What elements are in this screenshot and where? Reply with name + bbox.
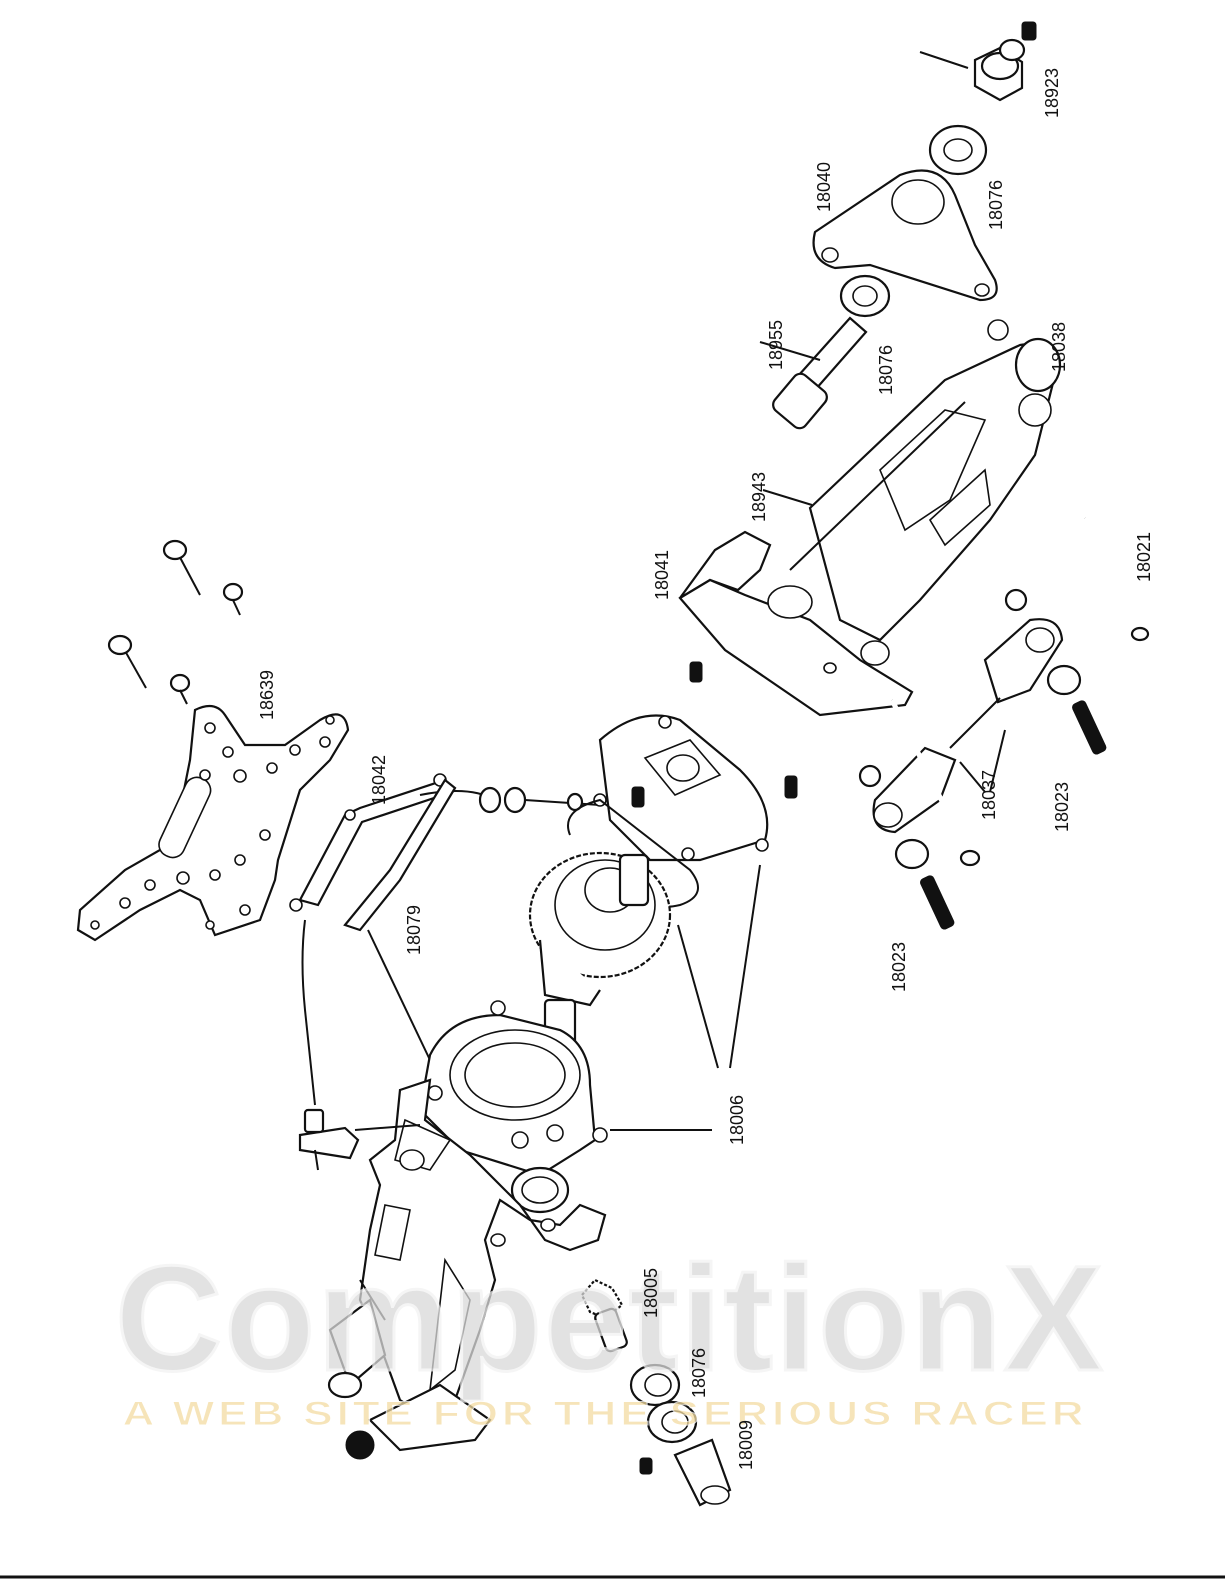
label-18076-mid: 18076 — [876, 345, 896, 395]
part-18023-ball-stud-lower — [896, 840, 955, 930]
label-18923: 18923 — [1042, 68, 1062, 118]
label-18042: 18042 — [369, 755, 389, 805]
part-18076-bearing-top — [930, 126, 986, 174]
part-18040-steering-arm — [814, 171, 997, 301]
label-18038: 18038 — [1049, 322, 1069, 372]
screws-top-plate — [109, 541, 242, 704]
watermark-tagline: A WEB SITE FOR THE SERIOUS RACER — [123, 1395, 1088, 1433]
part-18006-spur-gear — [530, 853, 670, 1050]
label-18041: 18041 — [652, 550, 672, 600]
label-18009: 18009 — [736, 1420, 756, 1470]
part-18076-bearing-mid — [841, 276, 889, 316]
label-18023-left: 18023 — [889, 942, 909, 992]
label-18079: 18079 — [404, 905, 424, 955]
label-18021: 18021 — [1134, 532, 1154, 582]
label-18005: 18005 — [641, 1268, 661, 1318]
watermark: CompetitionX A WEB SITE FOR THE SERIOUS … — [115, 1234, 1105, 1433]
part-18009-drive-cup — [640, 1440, 730, 1505]
part-18923-ball-nut — [920, 22, 1036, 100]
label-18006: 18006 — [727, 1095, 747, 1145]
label-18040: 18040 — [814, 162, 834, 212]
label-18955: 18955 — [766, 320, 786, 370]
part-18023-ball-stud-upper — [1048, 666, 1107, 755]
label-18076-top: 18076 — [986, 180, 1006, 230]
label-18076-bottom: 18076 — [689, 1348, 709, 1398]
label-18943: 18943 — [749, 472, 769, 522]
label-18639: 18639 — [257, 670, 277, 720]
label-18037: 18037 — [979, 770, 999, 820]
watermark-main: CompetitionX — [115, 1234, 1105, 1402]
label-18023-right: 18023 — [1052, 782, 1072, 832]
part-18639-top-plate — [78, 706, 348, 940]
